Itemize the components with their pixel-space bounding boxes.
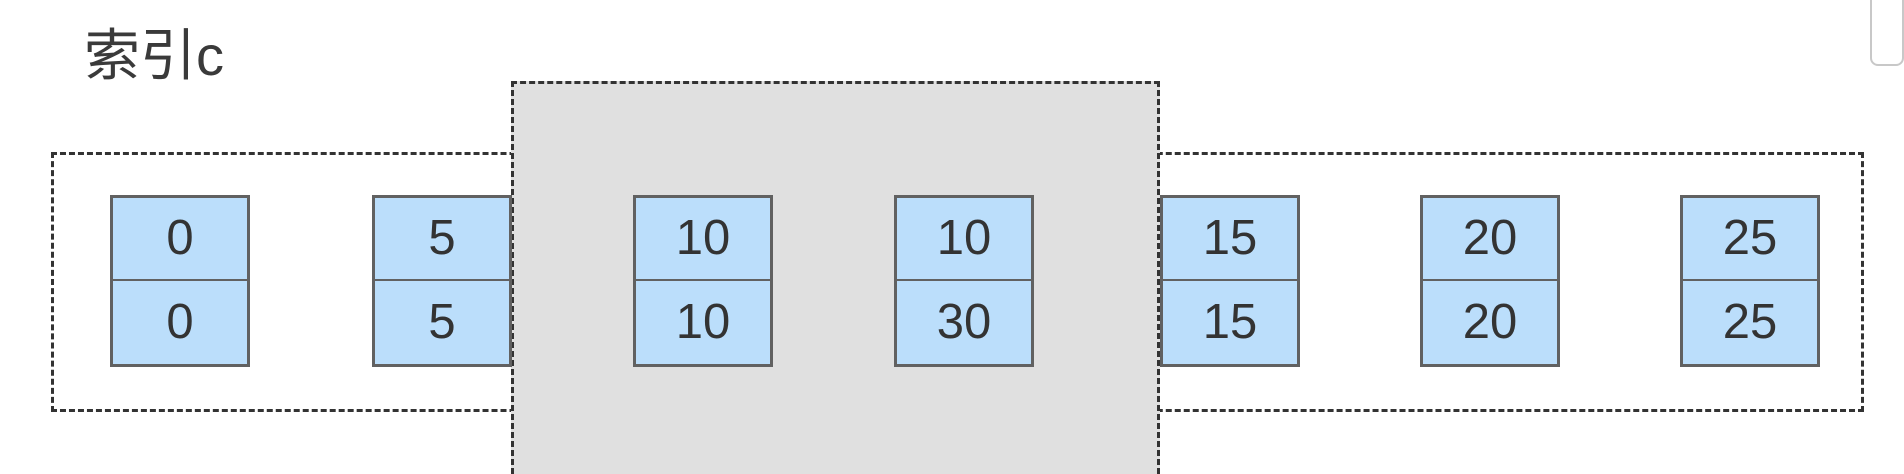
array-cell-5-top: 20 bbox=[1423, 198, 1557, 281]
array-cell-4[interactable]: 15 15 bbox=[1160, 195, 1300, 367]
array-cell-5-bottom: 20 bbox=[1423, 281, 1557, 364]
array-cell-0[interactable]: 0 0 bbox=[110, 195, 250, 367]
array-cell-4-bottom: 15 bbox=[1163, 281, 1297, 364]
array-cell-1[interactable]: 5 5 bbox=[372, 195, 512, 367]
highlight-overlay bbox=[511, 81, 1160, 474]
array-cell-2-bottom: 10 bbox=[636, 281, 770, 364]
array-cell-6-bottom: 25 bbox=[1683, 281, 1817, 364]
array-cell-4-top: 15 bbox=[1163, 198, 1297, 281]
array-cell-3[interactable]: 10 30 bbox=[894, 195, 1034, 367]
array-cell-3-top: 10 bbox=[897, 198, 1031, 281]
array-cell-6-top: 25 bbox=[1683, 198, 1817, 281]
array-cell-1-bottom: 5 bbox=[375, 281, 509, 364]
array-cell-5[interactable]: 20 20 bbox=[1420, 195, 1560, 367]
array-cell-1-top: 5 bbox=[375, 198, 509, 281]
panel-corner-decoration bbox=[1870, 0, 1904, 66]
page-title: 索引c bbox=[84, 24, 224, 87]
array-cell-0-bottom: 0 bbox=[113, 281, 247, 364]
array-cell-2[interactable]: 10 10 bbox=[633, 195, 773, 367]
array-cell-0-top: 0 bbox=[113, 198, 247, 281]
array-cell-3-bottom: 30 bbox=[897, 281, 1031, 364]
array-cell-6[interactable]: 25 25 bbox=[1680, 195, 1820, 367]
array-cell-2-top: 10 bbox=[636, 198, 770, 281]
